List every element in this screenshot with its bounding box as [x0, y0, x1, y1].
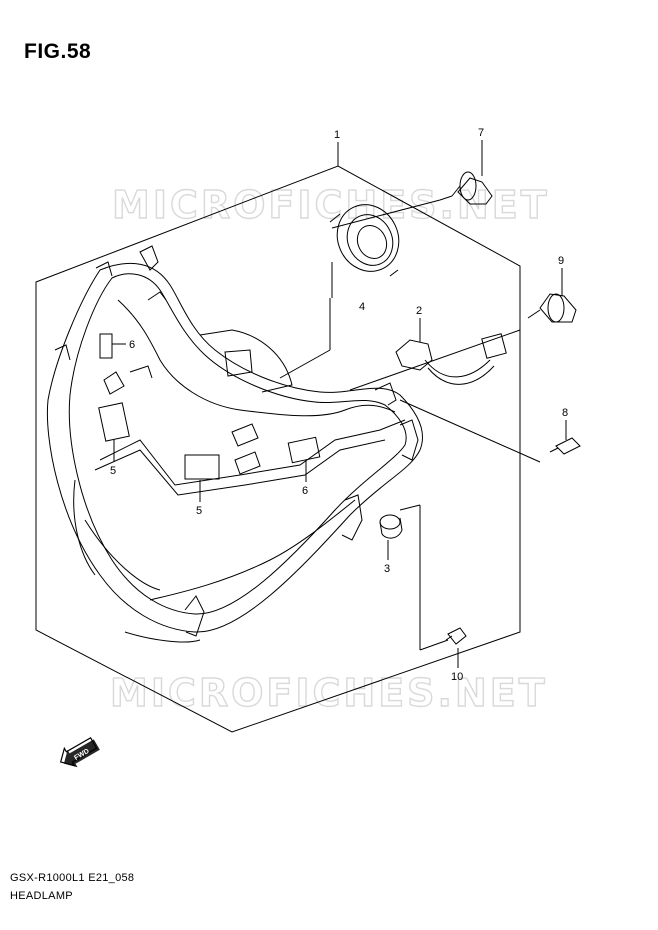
model-code: GSX-R1000L1 E21_058 [10, 872, 135, 884]
part-10-screw [445, 627, 467, 645]
pad-5-center [184, 454, 220, 480]
leader-lines [112, 140, 567, 668]
forward-arrow-icon: FWD [59, 736, 100, 768]
callout-1: 1 [334, 129, 340, 141]
pad-6-left [99, 333, 113, 359]
watermark-bottom: MICROFICHES.NET [110, 671, 548, 715]
part-7-headlight-bulb [451, 171, 493, 205]
part-4-rubber-cap [329, 204, 400, 277]
headlamp-housing [46, 245, 423, 643]
assembly-outline-box [35, 165, 521, 733]
part-8-position-bulb [549, 437, 581, 455]
callout-5-center: 5 [196, 505, 202, 517]
callout-5-left: 5 [110, 465, 116, 477]
callout-10: 10 [451, 671, 463, 683]
callout-9: 9 [558, 255, 564, 267]
callout-2: 2 [416, 305, 422, 317]
part-2-socket-harness [395, 333, 507, 385]
part-3-grommet [379, 514, 403, 539]
pad-5-left [98, 402, 130, 442]
reflector-pads [98, 333, 321, 480]
callout-3: 3 [384, 563, 390, 575]
callout-6-left: 6 [129, 339, 135, 351]
callout-8: 8 [562, 407, 568, 419]
pad-6-right [287, 436, 321, 464]
part-9-headlight-bulb [527, 293, 577, 323]
figure-title: FIG.58 [24, 40, 92, 63]
part-group-name: HEADLAMP [10, 890, 73, 902]
callout-4: 4 [359, 301, 365, 313]
watermark-top: MICROFICHES.NET [112, 183, 550, 227]
callout-7: 7 [478, 127, 484, 139]
callout-6-right: 6 [302, 485, 308, 497]
